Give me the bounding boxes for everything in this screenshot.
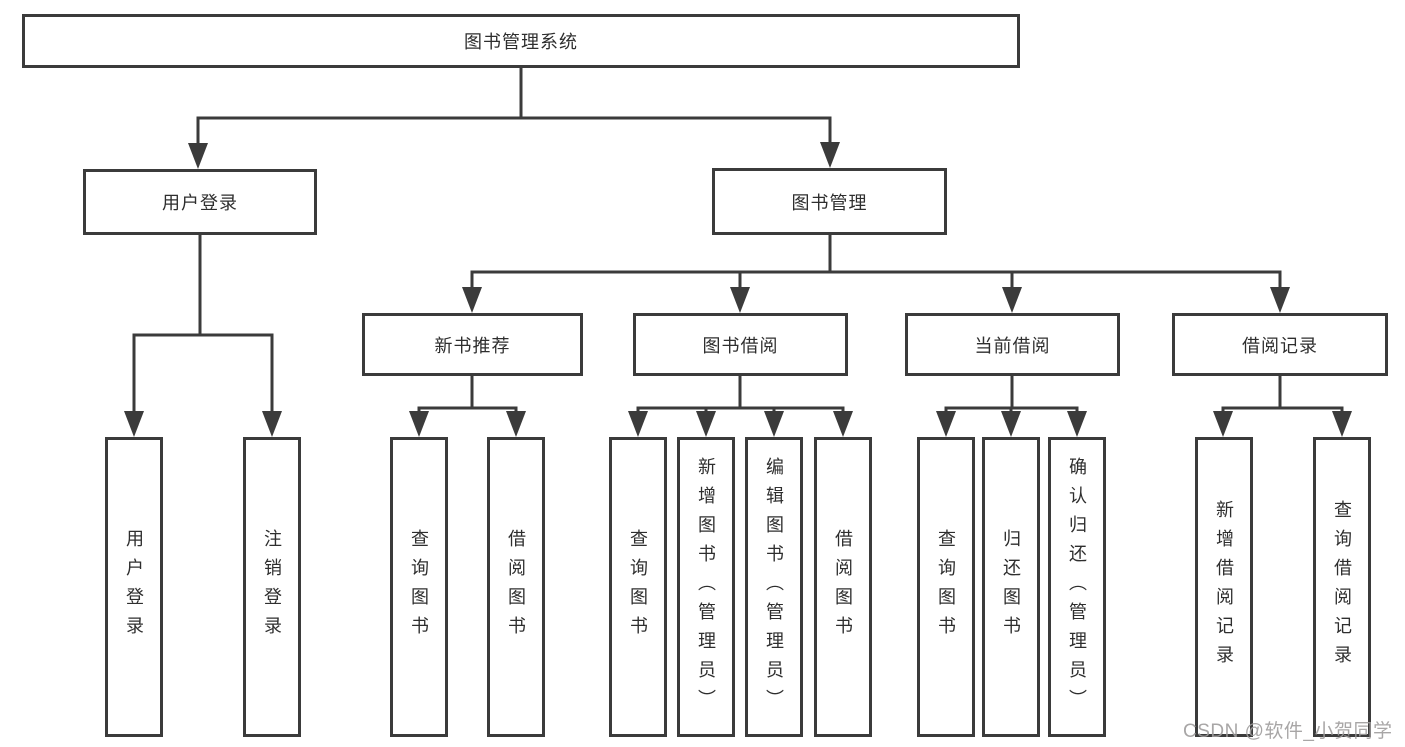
node-leaf-logout-label: 注销登录 bbox=[262, 529, 282, 645]
node-root-label: 图书管理系统 bbox=[464, 32, 578, 52]
node-book-borrow-label: 图书借阅 bbox=[702, 335, 779, 356]
node-leaf-cb-confirm-return-label: 确认归还（管理员） bbox=[1067, 456, 1087, 718]
arrow-icon bbox=[936, 411, 956, 437]
node-leaf-cb-return-book-label: 归还图书 bbox=[1001, 529, 1021, 645]
connector-book-borrow bbox=[636, 374, 845, 416]
node-leaf-cb-query-book: 查询图书 bbox=[917, 437, 975, 737]
node-leaf-bb-query-book: 查询图书 bbox=[609, 437, 667, 737]
arrow-icon bbox=[506, 411, 526, 437]
node-borrow-records: 借阅记录 bbox=[1172, 313, 1388, 376]
node-new-book-recommend-label: 新书推荐 bbox=[434, 335, 511, 356]
connector-user-login bbox=[132, 233, 274, 415]
arrow-icon bbox=[730, 287, 750, 313]
arrow-icon bbox=[833, 411, 853, 437]
arrow-icon bbox=[628, 411, 648, 437]
arrowheads bbox=[124, 142, 1352, 437]
connector-new-book bbox=[417, 374, 518, 416]
node-leaf-bb-borrow-book: 借阅图书 bbox=[814, 437, 872, 737]
node-leaf-bb-edit-book: 编辑图书（管理员） bbox=[745, 437, 803, 737]
node-leaf-nb-query-book-label: 查询图书 bbox=[409, 529, 429, 645]
node-leaf-bb-edit-book-label: 编辑图书（管理员） bbox=[764, 456, 784, 718]
node-current-borrow-label: 当前借阅 bbox=[974, 335, 1051, 356]
node-leaf-user-login-label: 用户登录 bbox=[124, 529, 144, 645]
arrow-icon bbox=[696, 411, 716, 437]
connector-borrow-records bbox=[1221, 374, 1344, 416]
node-leaf-bb-add-book-label: 新增图书（管理员） bbox=[696, 456, 716, 718]
arrow-icon bbox=[1001, 411, 1021, 437]
node-borrow-records-label: 借阅记录 bbox=[1242, 335, 1318, 356]
arrow-icon bbox=[462, 287, 482, 313]
arrow-icon bbox=[820, 142, 840, 168]
arrow-icon bbox=[124, 411, 144, 437]
node-leaf-logout: 注销登录 bbox=[243, 437, 301, 737]
node-leaf-br-add-record-label: 新增借阅记录 bbox=[1214, 500, 1234, 674]
connector-current-borrow bbox=[944, 374, 1079, 416]
node-leaf-bb-add-book: 新增图书（管理员） bbox=[677, 437, 735, 737]
arrow-icon bbox=[262, 411, 282, 437]
arrow-icon bbox=[188, 143, 208, 169]
node-leaf-bb-borrow-book-label: 借阅图书 bbox=[833, 529, 853, 645]
arrow-icon bbox=[764, 411, 784, 437]
node-user-login: 用户登录 bbox=[83, 169, 317, 235]
arrow-icon bbox=[1213, 411, 1233, 437]
csdn-watermark: CSDN @软件_小贺同学 bbox=[1183, 721, 1393, 742]
node-leaf-nb-borrow-book-label: 借阅图书 bbox=[506, 529, 526, 645]
node-new-book-recommend: 新书推荐 bbox=[362, 313, 583, 376]
arrow-icon bbox=[1067, 411, 1087, 437]
arrow-icon bbox=[1002, 287, 1022, 313]
node-leaf-br-query-record: 查询借阅记录 bbox=[1313, 437, 1371, 737]
node-book-borrow: 图书借阅 bbox=[633, 313, 848, 376]
node-current-borrow: 当前借阅 bbox=[905, 313, 1120, 376]
node-book-management-label: 图书管理 bbox=[791, 192, 868, 213]
connector-book-mgmt bbox=[470, 233, 1282, 292]
node-leaf-bb-query-book-label: 查询图书 bbox=[628, 529, 648, 645]
node-leaf-cb-confirm-return: 确认归还（管理员） bbox=[1048, 437, 1106, 737]
node-leaf-user-login: 用户登录 bbox=[105, 437, 163, 737]
node-user-login-label: 用户登录 bbox=[162, 193, 238, 213]
node-leaf-nb-borrow-book: 借阅图书 bbox=[487, 437, 545, 737]
arrow-icon bbox=[409, 411, 429, 437]
node-root: 图书管理系统 bbox=[22, 14, 1020, 68]
arrow-icon bbox=[1270, 287, 1290, 313]
node-leaf-br-add-record: 新增借阅记录 bbox=[1195, 437, 1253, 737]
node-book-management: 图书管理 bbox=[712, 168, 947, 235]
node-leaf-br-query-record-label: 查询借阅记录 bbox=[1332, 500, 1352, 674]
arrow-icon bbox=[1332, 411, 1352, 437]
node-leaf-cb-return-book: 归还图书 bbox=[982, 437, 1040, 737]
node-leaf-cb-query-book-label: 查询图书 bbox=[936, 529, 956, 645]
connector-root bbox=[196, 66, 832, 149]
node-leaf-nb-query-book: 查询图书 bbox=[390, 437, 448, 737]
